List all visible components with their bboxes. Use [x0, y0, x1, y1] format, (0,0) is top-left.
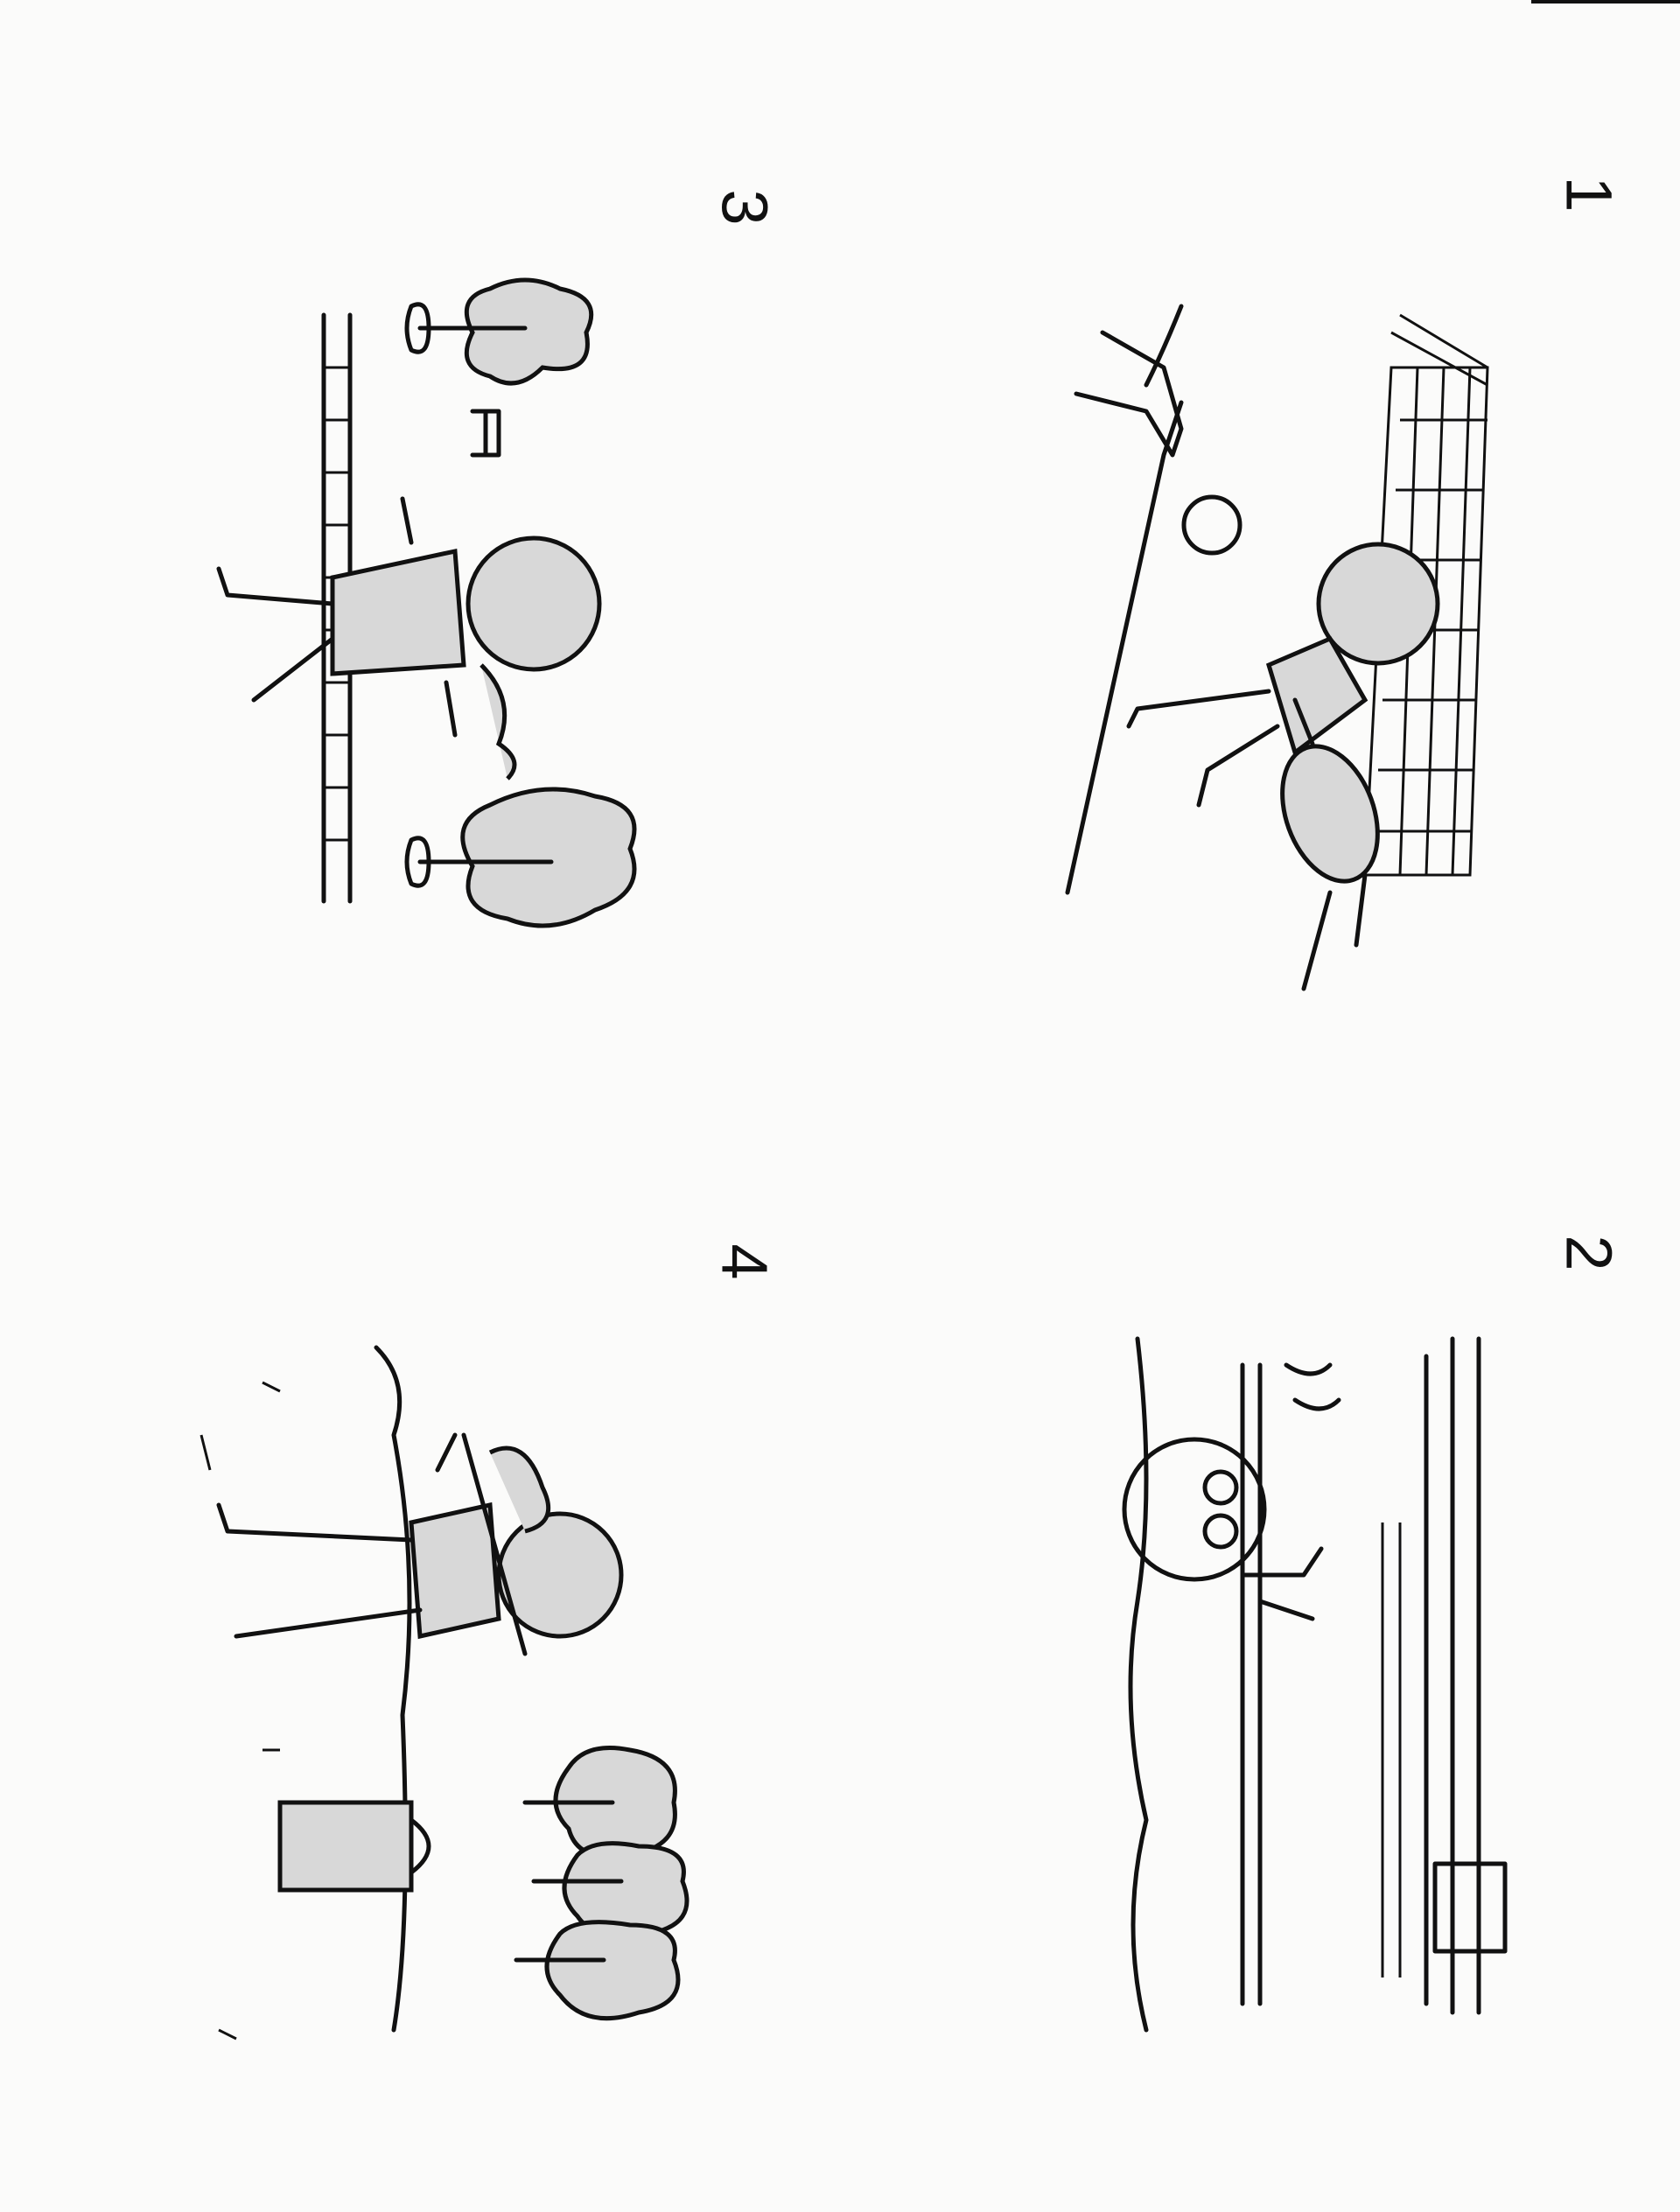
golfer-head [496, 1511, 624, 1639]
tree-icon [464, 277, 594, 386]
tennis-racket [1280, 744, 1380, 884]
illustration-tennis [1065, 304, 1489, 991]
illustration-walking [216, 277, 637, 928]
golf-bag-icon [277, 1800, 414, 1893]
tree-icon [460, 787, 637, 928]
illustration-swimming [1122, 1336, 1508, 2033]
illustration-golf [200, 1345, 690, 2040]
swimmer-head [1122, 1437, 1267, 1582]
tree-icon [553, 1746, 677, 1859]
girl-head [1316, 542, 1440, 666]
girl-head [466, 536, 602, 672]
tree-icon [544, 1920, 681, 2021]
tree-icon [562, 1841, 690, 1938]
scan-edge-line [1531, 0, 1680, 4]
tennis-ball [1181, 494, 1242, 556]
